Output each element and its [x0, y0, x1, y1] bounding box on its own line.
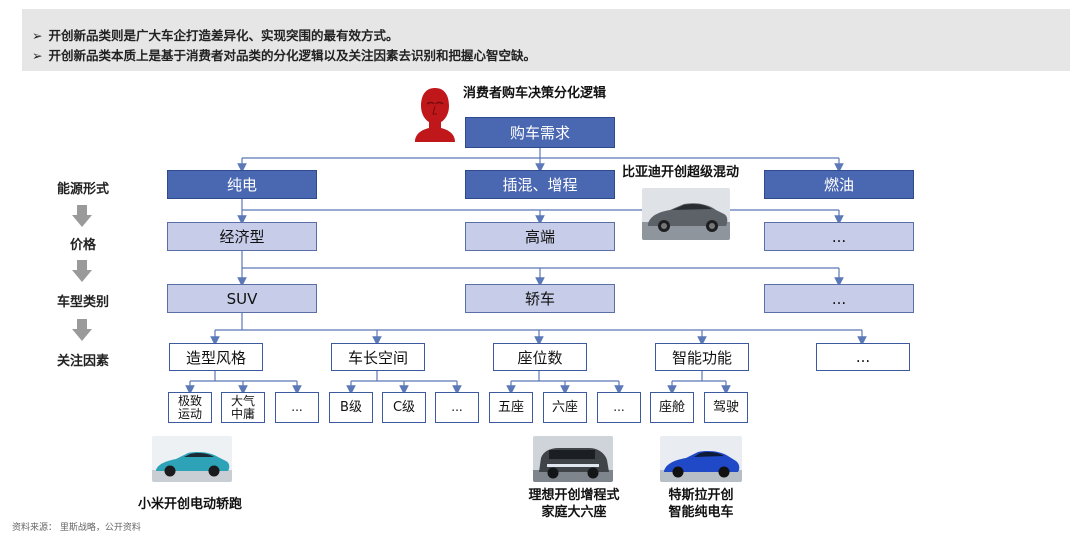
bullet-2: ➢ 开创新品类本质上是基于消费者对品类的分化逻辑以及关注因素去识别和把握心智空缺。: [32, 45, 536, 64]
lixiang-caption-line1: 理想开创增程式: [528, 488, 620, 503]
xiaomi-car-image: [152, 436, 232, 482]
energy-node-phev: 插混、增程: [465, 170, 615, 199]
option-driving: 驾驶: [704, 392, 748, 423]
factor-node-space: 车长空间: [331, 343, 425, 371]
price-node-more: ...: [764, 222, 914, 251]
option-b-class: B级: [329, 392, 373, 423]
option-six-seats: 六座: [543, 392, 587, 423]
bullet-1: ➢ 开创新品类则是广大车企打造差异化、实现突围的最有效方式。: [32, 25, 399, 44]
body-node-sedan: 轿车: [465, 284, 615, 313]
price-node-economy: 经济型: [167, 222, 317, 251]
factor-node-smart: 智能功能: [655, 343, 749, 371]
option-more: ...: [275, 392, 319, 423]
energy-node-ice: 燃油: [764, 170, 914, 199]
tesla-caption-line2: 智能纯电车: [668, 505, 734, 520]
energy-node-bev: 纯电: [167, 170, 317, 199]
byd-car-image: [642, 188, 730, 240]
lixiang-caption-line2: 家庭大六座: [541, 505, 607, 520]
lixiang-car-image: [533, 436, 613, 482]
diagram-title: 消费者购车决策分化逻辑: [463, 86, 607, 101]
tesla-car-image: [660, 436, 742, 482]
option-more: ...: [597, 392, 641, 423]
root-node: 购车需求: [465, 117, 615, 148]
row-label-price: 价格: [69, 238, 96, 253]
body-node-suv: SUV: [167, 284, 317, 313]
price-node-premium: 高端: [465, 222, 615, 251]
byd-caption: 比亚迪开创超级混动: [622, 165, 740, 180]
row-label-energy: 能源形式: [56, 182, 109, 197]
factor-node-seats: 座位数: [493, 343, 587, 371]
option-more: ...: [435, 392, 479, 423]
tesla-caption: 特斯拉开创 智能纯电车: [641, 487, 761, 521]
option-moderate: 大气 中庸: [221, 392, 265, 423]
row-label-body-type: 车型类别: [56, 295, 109, 310]
body-node-more: ...: [764, 284, 914, 313]
option-five-seats: 五座: [489, 392, 533, 423]
header-banner: ➢ 开创新品类则是广大车企打造差异化、实现突围的最有效方式。 ➢ 开创新品类本质上是…: [22, 9, 1070, 71]
factor-node-styling: 造型风格: [169, 343, 263, 371]
factor-node-more: ...: [816, 343, 910, 371]
bullet-1-text: 开创新品类则是广大车企打造差异化、实现突围的最有效方式。: [48, 28, 399, 43]
arrow-bullet-icon: ➢: [32, 48, 43, 63]
option-c-class: C级: [382, 392, 426, 423]
option-sporty: 极致 运动: [168, 392, 212, 423]
row-label-factors: 关注因素: [56, 354, 109, 369]
consumer-head-icon: [415, 88, 455, 142]
down-arrow-icon: [72, 319, 92, 341]
option-cockpit: 座舱: [650, 392, 694, 423]
arrow-bullet-icon: ➢: [32, 28, 43, 43]
lixiang-caption: 理想开创增程式 家庭大六座: [512, 487, 636, 521]
source-note: 资料来源： 里斯战略，公开资料: [12, 523, 141, 533]
tesla-caption-line1: 特斯拉开创: [668, 488, 734, 503]
down-arrow-icon: [72, 260, 92, 282]
down-arrow-icon: [72, 205, 92, 227]
bullet-2-text: 开创新品类本质上是基于消费者对品类的分化逻辑以及关注因素去识别和把握心智空缺。: [48, 48, 536, 63]
xiaomi-caption: 小米开创电动轿跑: [137, 497, 242, 512]
